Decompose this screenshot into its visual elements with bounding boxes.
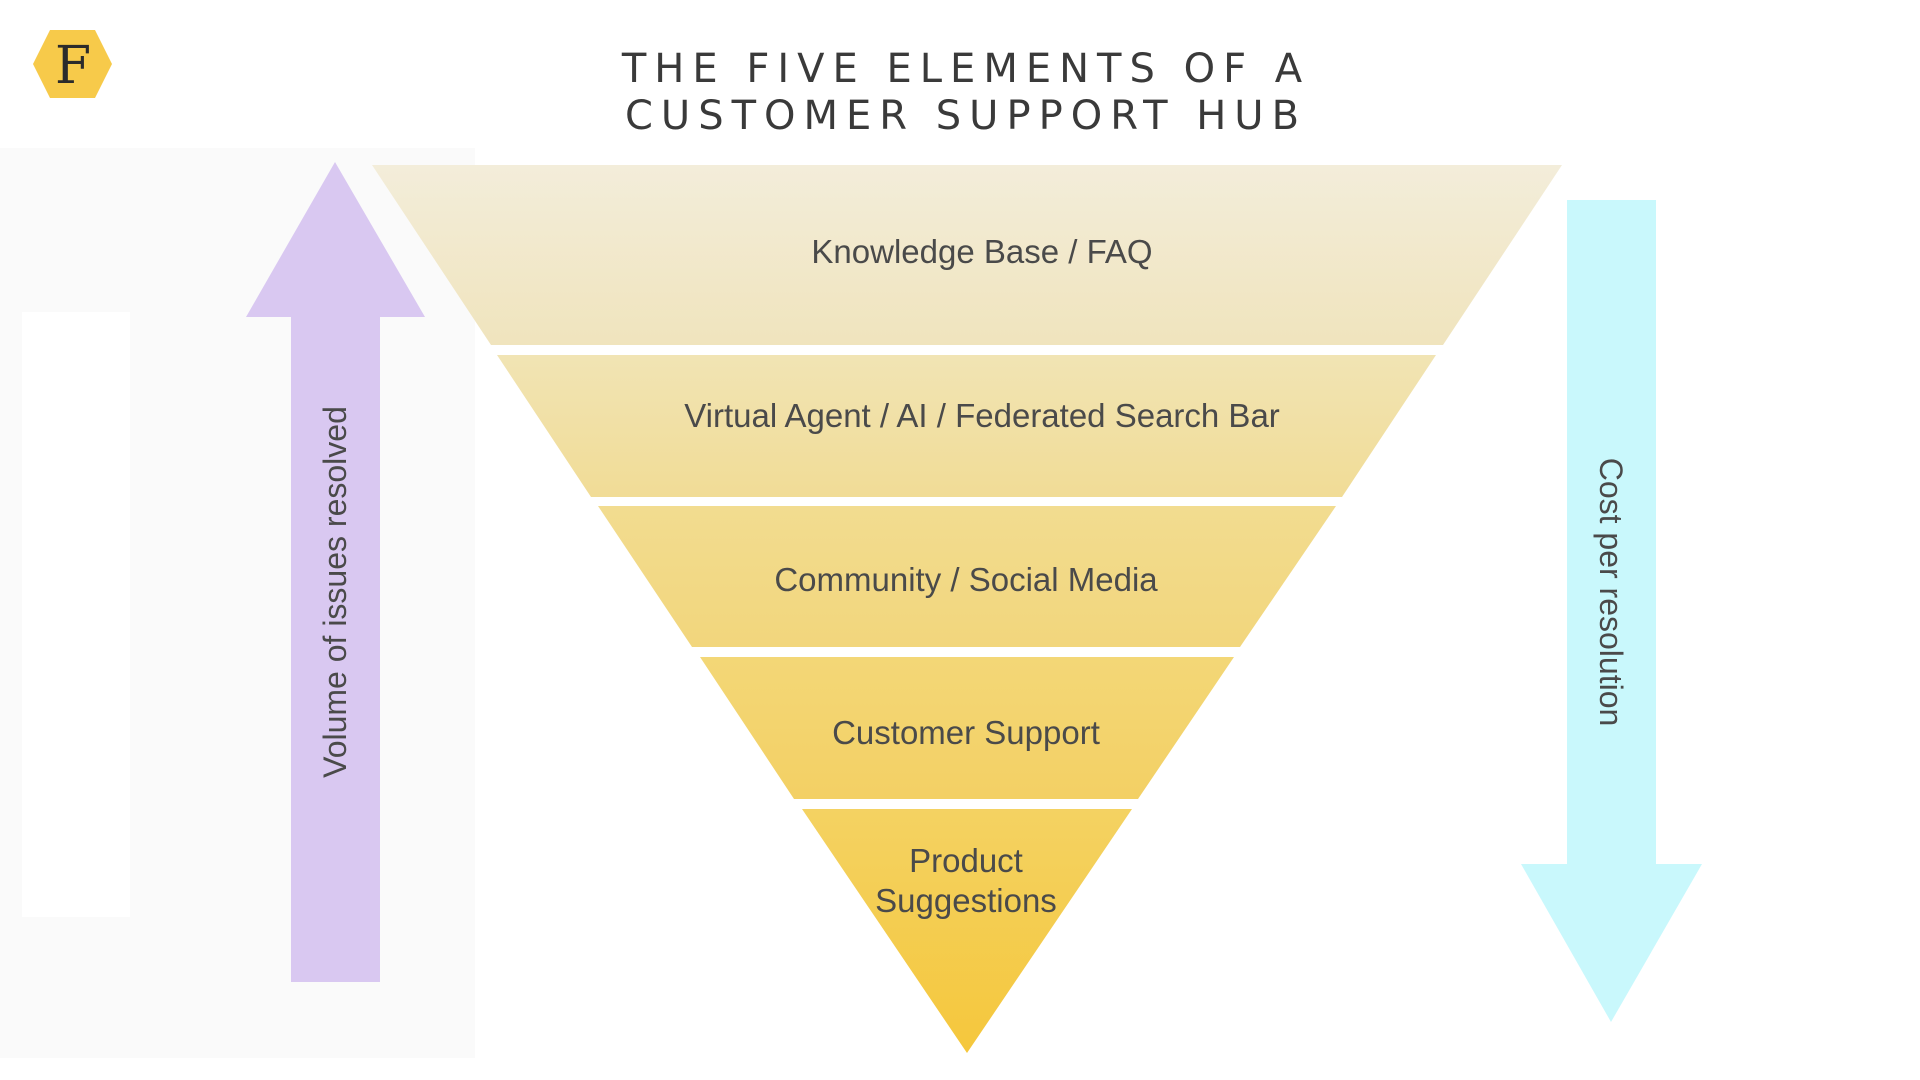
cost-arrow: Cost per resolution xyxy=(1521,200,1702,1022)
cost-arrow-label: Cost per resolution xyxy=(1593,458,1629,727)
background-panel-inner xyxy=(22,312,130,917)
funnel-label-product-suggestions-line-1: Product xyxy=(909,842,1023,879)
down-arrow-icon xyxy=(1521,200,1702,1022)
hexagon-logo-icon xyxy=(33,30,112,98)
logo-letter: F xyxy=(55,36,91,96)
up-arrow-icon xyxy=(246,162,425,982)
funnel-label-customer-support: Customer Support xyxy=(832,714,1100,751)
funnel: Knowledge Base / FAQ Virtual Agent / AI … xyxy=(372,165,1562,1053)
funnel-band-product-suggestions xyxy=(802,809,1132,1053)
funnel-label-knowledge-base: Knowledge Base / FAQ xyxy=(811,233,1152,270)
volume-arrow: Volume of issues resolved xyxy=(246,162,425,982)
funnel-band-customer-support xyxy=(700,657,1234,799)
funnel-level-virtual-agent: Virtual Agent / AI / Federated Search Ba… xyxy=(497,355,1436,497)
funnel-level-community: Community / Social Media xyxy=(598,506,1336,647)
funnel-level-customer-support: Customer Support xyxy=(700,657,1234,799)
page-title-line-1: THE FIVE ELEMENTS OF A xyxy=(621,46,1310,92)
page-title-line-2: CUSTOMER SUPPORT HUB xyxy=(625,93,1307,139)
funnel-band-knowledge-base xyxy=(372,165,1562,345)
volume-arrow-label: Volume of issues resolved xyxy=(317,406,353,778)
funnel-band-virtual-agent xyxy=(497,355,1436,497)
funnel-band-community xyxy=(598,506,1336,647)
funnel-level-product-suggestions: Product Suggestions xyxy=(802,809,1132,1053)
funnel-label-virtual-agent: Virtual Agent / AI / Federated Search Ba… xyxy=(684,397,1280,434)
funnel-label-community: Community / Social Media xyxy=(774,561,1158,598)
funnel-level-knowledge-base: Knowledge Base / FAQ xyxy=(372,165,1562,345)
funnel-label-product-suggestions-line-2: Suggestions xyxy=(875,882,1057,919)
logo: F xyxy=(33,30,112,98)
